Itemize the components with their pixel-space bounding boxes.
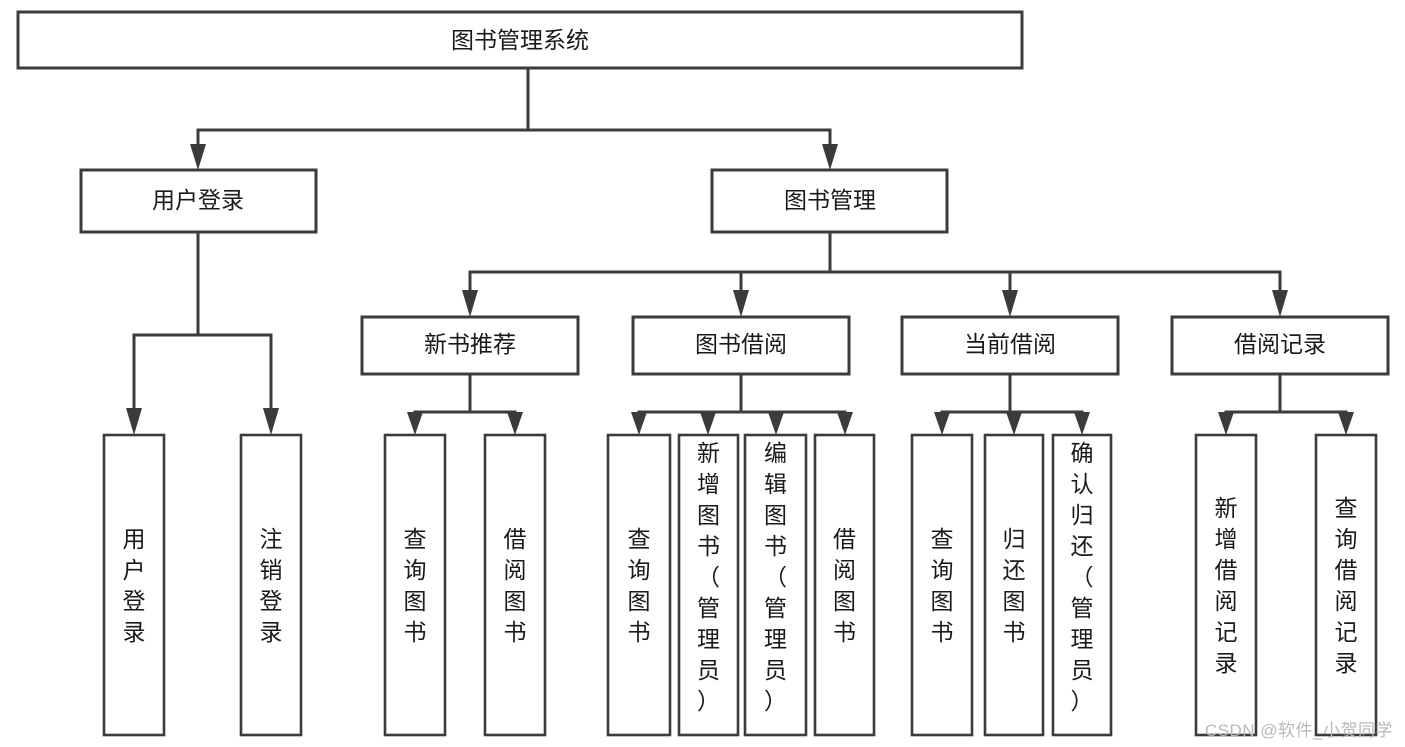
arrow-head-icon [1002,290,1018,317]
arrow-head-icon [190,144,206,170]
leaf-logout[interactable]: 注销登录 [239,433,303,737]
leaf-add-book-box[interactable] [677,433,740,737]
arrow-head-icon [1006,412,1022,435]
node-book-borrow-box[interactable] [631,315,851,376]
csdn-watermark: CSDN @软件_小贺同学 [1204,721,1393,740]
leaf-edit-book-box[interactable] [743,433,808,737]
connector-group-user-login [126,230,279,435]
arrow-head-icon [1272,290,1288,317]
node-new-book-recommend-box[interactable] [360,315,580,376]
leaf-confirm-return[interactable]: 确认归还（管理员） [1051,433,1113,737]
arrow-head-icon [700,412,716,435]
leaf-logout-box[interactable] [239,433,303,737]
leaf-borrow-book-2-box[interactable] [813,433,876,737]
connector-group-book-manage [462,230,1288,317]
node-current-borrow-box[interactable] [900,315,1120,376]
node-user-login[interactable]: 用户登录 [79,168,318,234]
leaf-query-book-3[interactable]: 查询图书 [910,433,974,737]
leaf-borrow-book-2[interactable]: 借阅图书 [813,433,876,737]
leaf-query-book-3-label: 查询图书 [931,526,954,645]
leaf-return-book-box[interactable] [983,433,1045,737]
node-borrow-record-box[interactable] [1170,315,1390,376]
leaf-query-book-1-box[interactable] [383,433,447,737]
arrow-head-icon [768,412,784,435]
connector-group-book-borrow [631,372,853,435]
arrow-head-icon [1338,412,1354,435]
arrow-head-icon [837,412,853,435]
node-new-book-recommend[interactable]: 新书推荐 [360,315,580,376]
arrow-head-icon [733,290,749,317]
node-new-book-recommend-label: 新书推荐 [424,331,516,357]
leaf-add-book[interactable]: 新增图书（管理员） [677,433,740,737]
node-root-label: 图书管理系统 [451,27,589,53]
node-current-borrow-label: 当前借阅 [964,331,1056,357]
leaf-add-record[interactable]: 新增借阅记录 [1194,433,1258,737]
arrow-head-icon [507,412,523,435]
leaf-query-book-1[interactable]: 查询图书 [383,433,447,737]
leaf-logout-label: 注销登录 [260,526,283,645]
leaf-add-record-label: 新增借阅记录 [1215,495,1238,676]
leaf-user-login-box[interactable] [102,433,166,737]
node-book-manage-box[interactable] [710,168,949,234]
node-current-borrow[interactable]: 当前借阅 [900,315,1120,376]
leaf-query-record[interactable]: 查询借阅记录 [1314,433,1378,737]
leaf-edit-book-label: 编辑图书（管理员） [764,440,787,714]
arrow-head-icon [407,412,423,435]
leaf-user-login[interactable]: 用户登录 [102,433,166,737]
leaf-borrow-book-1-label: 借阅图书 [504,526,527,645]
connector-group-borrow-record [1218,372,1354,435]
connector-group-current-borrow [934,372,1090,435]
leaf-query-record-box[interactable] [1314,433,1378,737]
leaf-borrow-book-2-label: 借阅图书 [833,526,856,645]
node-book-borrow-label: 图书借阅 [695,331,787,357]
leaf-confirm-return-label: 确认归还（管理员） [1071,440,1094,714]
arrow-head-icon [1218,412,1234,435]
connector-group-root [190,66,838,170]
node-book-manage-label: 图书管理 [784,187,876,213]
node-user-login-label: 用户登录 [152,187,244,213]
connector-group-new-book-rec [407,372,523,435]
leaf-edit-book[interactable]: 编辑图书（管理员） [743,433,808,737]
node-root-box[interactable] [16,10,1024,70]
leaf-query-book-2[interactable]: 查询图书 [606,433,672,737]
arrow-head-icon [631,412,647,435]
leaf-query-book-1-label: 查询图书 [404,526,427,645]
leaf-query-record-label: 查询借阅记录 [1335,495,1358,676]
node-book-manage[interactable]: 图书管理 [710,168,949,234]
node-user-login-box[interactable] [79,168,318,234]
arrow-head-icon [263,408,279,435]
leaf-confirm-return-box[interactable] [1051,433,1113,737]
leaf-borrow-book-1[interactable]: 借阅图书 [483,433,547,737]
arrow-head-icon [126,408,142,435]
leaf-query-book-2-label: 查询图书 [628,526,651,645]
leaf-add-record-box[interactable] [1194,433,1258,737]
leaf-node-layer: 用户登录 注销登录 查询图书 借阅图书 查询图书 新增图书（管理员） 编辑图书（管理员） 借阅… [102,433,1378,737]
node-borrow-record[interactable]: 借阅记录 [1170,315,1390,376]
node-book-borrow[interactable]: 图书借阅 [631,315,851,376]
leaf-user-login-label: 用户登录 [123,526,146,645]
leaf-query-book-2-box[interactable] [606,433,672,737]
node-root[interactable]: 图书管理系统 [16,10,1024,70]
node-borrow-record-label: 借阅记录 [1234,331,1326,357]
arrow-head-icon [822,144,838,170]
leaf-return-book[interactable]: 归还图书 [983,433,1045,737]
leaf-borrow-book-1-box[interactable] [483,433,547,737]
arrow-head-icon [462,290,478,317]
arrow-head-icon [934,412,950,435]
leaf-return-book-label: 归还图书 [1003,526,1026,645]
arrow-head-icon [1074,412,1090,435]
leaf-add-book-label: 新增图书（管理员） [697,440,720,714]
leaf-query-book-3-box[interactable] [910,433,974,737]
